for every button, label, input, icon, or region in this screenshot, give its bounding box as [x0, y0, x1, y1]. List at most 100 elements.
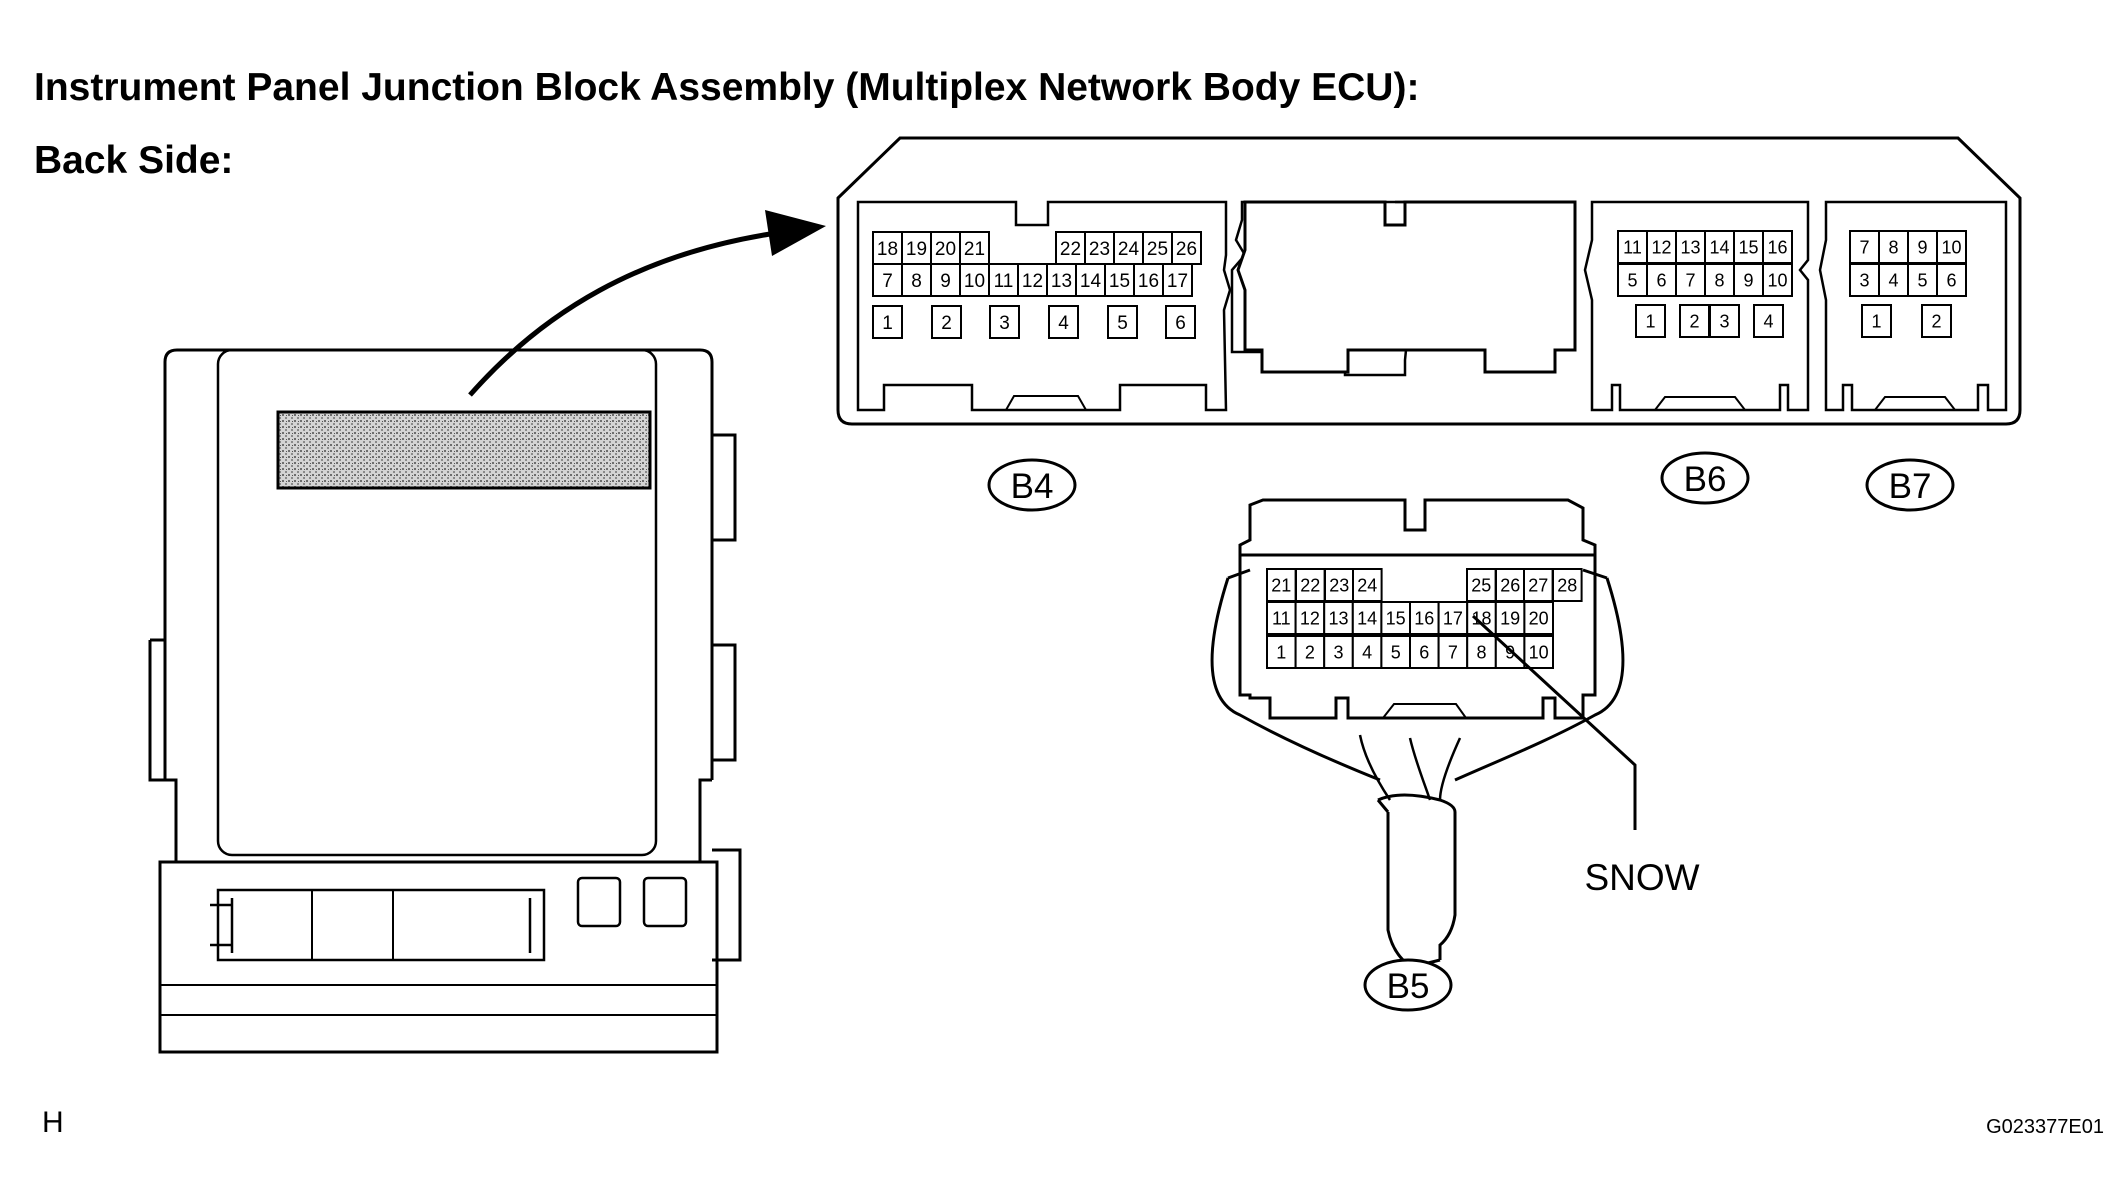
- terminal-number: 5: [1117, 313, 1128, 334]
- terminal-number: 5: [1627, 270, 1637, 290]
- terminal-number: 22: [1300, 575, 1320, 595]
- terminal-cell: [1351, 601, 1383, 635]
- terminal-number: 9: [940, 271, 951, 292]
- label-b6-text: B6: [1684, 460, 1727, 499]
- terminal-cell: [872, 263, 903, 297]
- terminal-number: 18: [1471, 608, 1491, 628]
- terminal-cell: [1753, 304, 1784, 338]
- terminal-cell: [1104, 263, 1135, 297]
- terminal-cell: [1523, 601, 1555, 635]
- terminal-cell: [1133, 263, 1164, 297]
- terminal-cell: [1165, 305, 1196, 339]
- terminal-number: 19: [1500, 608, 1520, 628]
- terminal-number: 21: [1271, 575, 1291, 595]
- terminal-cell: [1523, 635, 1555, 669]
- terminal-number: 3: [999, 313, 1010, 334]
- terminal-number: 16: [1767, 237, 1787, 257]
- pointer-arrow-head: [765, 210, 826, 256]
- housing-center-block: [1236, 200, 1577, 374]
- terminal-number: 19: [906, 239, 927, 260]
- terminal-cell: [1861, 304, 1892, 338]
- terminal-number: 1: [1645, 311, 1655, 331]
- terminal-number: 24: [1357, 575, 1377, 595]
- terminal-cell: [1409, 601, 1440, 635]
- terminal-number: 3: [1859, 270, 1869, 290]
- terminal-number: 12: [1651, 237, 1671, 257]
- terminal-number: 10: [1941, 237, 1961, 257]
- terminal-number: 10: [1767, 270, 1787, 290]
- terminal-number: 14: [1080, 271, 1102, 292]
- terminal-cell: [1437, 635, 1469, 669]
- terminal-cell: [1907, 263, 1938, 297]
- terminal-cell: [1635, 304, 1666, 338]
- terminal-number: 11: [1623, 237, 1642, 257]
- terminal-number: 24: [1118, 239, 1140, 260]
- label-b5: B5: [1363, 958, 1453, 1012]
- terminal-cell: [1046, 263, 1077, 297]
- terminal-cell: [1762, 263, 1793, 297]
- page-marker: H: [42, 1106, 64, 1139]
- terminal-number: 1: [1276, 642, 1286, 662]
- terminal-number: 6: [1946, 270, 1956, 290]
- snow-callout-label: SNOW: [1584, 857, 1699, 898]
- terminal-number: 27: [1528, 575, 1548, 595]
- terminal-cell: [1162, 263, 1193, 297]
- terminal-number: 7: [1859, 237, 1869, 257]
- label-b7: B7: [1865, 458, 1955, 512]
- label-b6: B6: [1660, 451, 1750, 505]
- terminal-cell: [1552, 568, 1583, 602]
- terminal-cell: [1617, 230, 1648, 264]
- terminal-cell: [1323, 635, 1354, 669]
- terminal-cell: [1936, 263, 1967, 297]
- terminal-number: 28: [1557, 575, 1577, 595]
- terminal-number: 17: [1443, 608, 1463, 628]
- terminal-number: 25: [1147, 239, 1168, 260]
- terminal-number: 26: [1176, 239, 1197, 260]
- terminal-number: 2: [1689, 311, 1699, 331]
- terminal-cell: [988, 263, 1019, 297]
- terminal-number: 23: [1089, 239, 1110, 260]
- connector-housing: [836, 136, 2022, 426]
- terminal-number: 4: [1888, 270, 1898, 290]
- terminal-number: 3: [1333, 642, 1343, 662]
- terminal-number: 8: [1476, 642, 1486, 662]
- terminal-number: 13: [1328, 608, 1348, 628]
- terminal-number: 9: [1743, 270, 1753, 290]
- terminal-number: 21: [964, 239, 985, 260]
- terminal-cell: [1849, 263, 1880, 297]
- terminal-cell: [1907, 230, 1938, 264]
- terminal-number: 3: [1719, 311, 1729, 331]
- stippled-label-area: [276, 410, 652, 490]
- terminal-number: 12: [1022, 271, 1043, 292]
- terminal-number: 12: [1300, 608, 1320, 628]
- terminal-number: 6: [1656, 270, 1666, 290]
- terminal-number: 2: [1305, 642, 1315, 662]
- label-b4: B4: [987, 458, 1077, 512]
- terminal-number: 25: [1471, 575, 1491, 595]
- ecu-body: [148, 348, 742, 1054]
- terminal-number: 5: [1917, 270, 1927, 290]
- terminal-number: 15: [1386, 608, 1406, 628]
- terminal-number: 16: [1138, 271, 1159, 292]
- terminal-cell: [1380, 601, 1412, 635]
- terminal-cell: [1762, 230, 1793, 264]
- terminal-number: 13: [1680, 237, 1700, 257]
- terminal-cell: [989, 305, 1020, 339]
- terminal-number: 9: [1917, 237, 1927, 257]
- terminal-number: 23: [1329, 575, 1349, 595]
- terminal-number: 2: [1931, 311, 1941, 331]
- pointer-arrow: [468, 231, 771, 397]
- terminal-number: 8: [1888, 237, 1898, 257]
- terminal-cell: [1380, 635, 1412, 669]
- terminal-cell: [931, 305, 962, 339]
- terminal-cell: [959, 263, 990, 297]
- terminal-number: 8: [1714, 270, 1724, 290]
- terminal-number: 1: [1871, 311, 1881, 331]
- label-b5-text: B5: [1387, 967, 1430, 1006]
- terminal-cell: [1494, 601, 1526, 635]
- terminal-cell: [1704, 230, 1735, 264]
